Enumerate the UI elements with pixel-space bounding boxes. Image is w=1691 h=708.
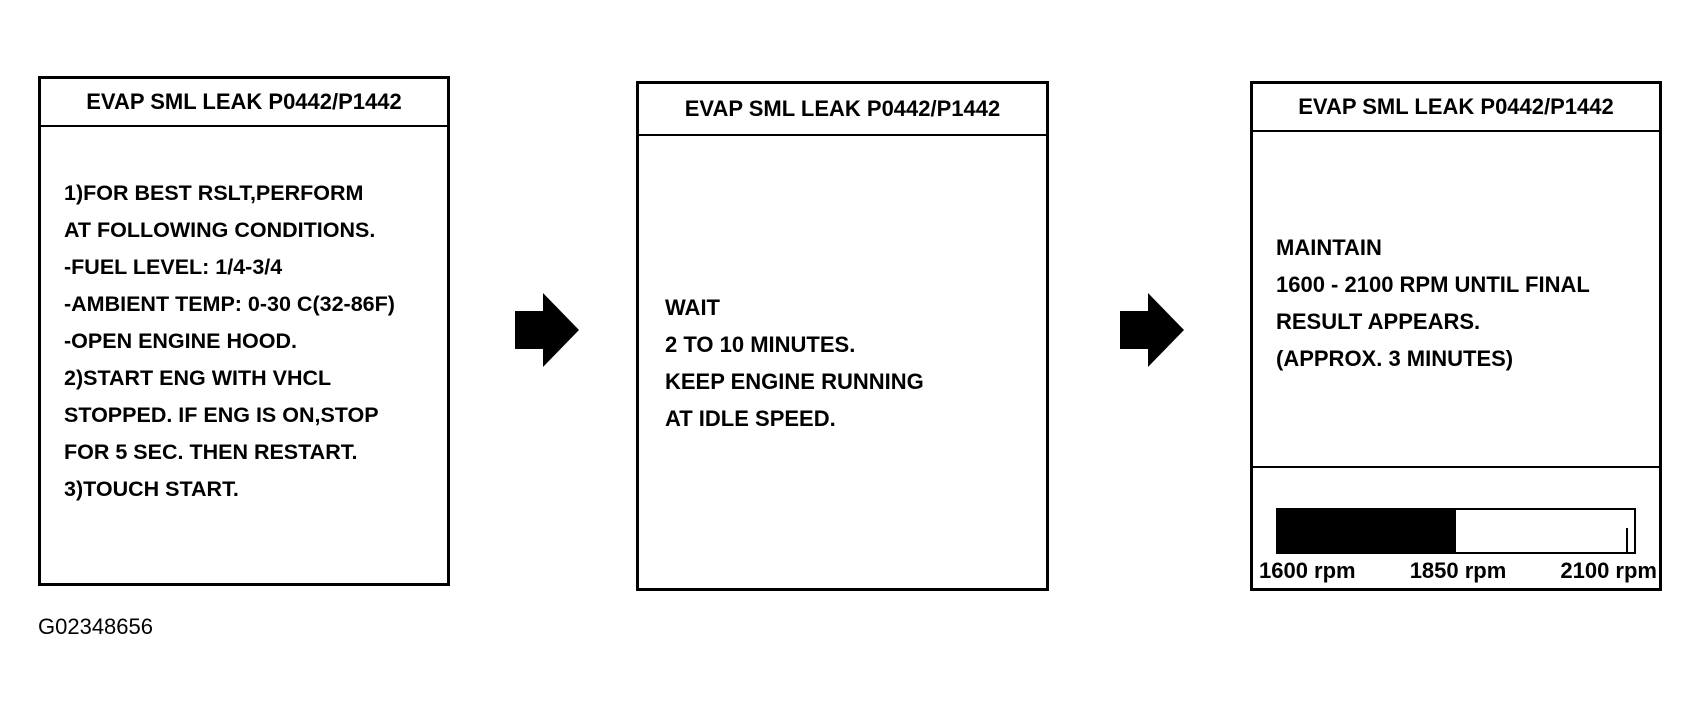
instruction-line: STOPPED. IF ENG IS ON,STOP xyxy=(64,403,379,427)
instruction-line: -OPEN ENGINE HOOD. xyxy=(64,329,297,353)
rpm-gauge-labels: 1600 rpm 1850 rpm 2100 rpm xyxy=(1253,558,1659,584)
arrow-right-icon xyxy=(1120,293,1184,367)
arrow-right-icon xyxy=(515,293,579,367)
rpm-gauge xyxy=(1276,508,1636,554)
instruction-line: -AMBIENT TEMP: 0-30 C(32-86F) xyxy=(64,292,395,316)
divider xyxy=(1253,466,1659,468)
instruction-line: KEEP ENGINE RUNNING xyxy=(665,369,924,394)
screen-instructions: EVAP SML LEAK P0442/P1442 1)FOR BEST RSL… xyxy=(38,76,450,586)
screen-body: WAIT 2 TO 10 MINUTES. KEEP ENGINE RUNNIN… xyxy=(639,136,1046,437)
instruction-line: AT IDLE SPEED. xyxy=(665,406,836,431)
screen-title: EVAP SML LEAK P0442/P1442 xyxy=(1253,84,1659,132)
instruction-line: AT FOLLOWING CONDITIONS. xyxy=(64,218,376,242)
instruction-line: 2 TO 10 MINUTES. xyxy=(665,332,856,357)
rpm-label-max: 2100 rpm xyxy=(1560,558,1657,583)
instruction-line: MAINTAIN xyxy=(1276,235,1382,260)
screen-title: EVAP SML LEAK P0442/P1442 xyxy=(639,84,1046,136)
instruction-line: 1)FOR BEST RSLT,PERFORM xyxy=(64,181,364,205)
instruction-line: 2)START ENG WITH VHCL xyxy=(64,366,332,390)
figure-id: G02348656 xyxy=(38,614,153,639)
instruction-line: -FUEL LEVEL: 1/4-3/4 xyxy=(64,255,283,279)
instruction-line: FOR 5 SEC. THEN RESTART. xyxy=(64,440,358,464)
rpm-label-min: 1600 rpm xyxy=(1259,558,1356,583)
screen-wait: EVAP SML LEAK P0442/P1442 WAIT 2 TO 10 M… xyxy=(636,81,1049,591)
screen-body: 1)FOR BEST RSLT,PERFORM AT FOLLOWING CON… xyxy=(41,127,447,508)
instruction-line: 1600 - 2100 RPM UNTIL FINAL xyxy=(1276,272,1590,297)
rpm-gauge-end-marker xyxy=(1626,528,1628,552)
rpm-gauge-fill xyxy=(1278,510,1456,552)
instruction-line: WAIT xyxy=(665,295,720,320)
instruction-line: 3)TOUCH START. xyxy=(64,477,239,501)
screen-title: EVAP SML LEAK P0442/P1442 xyxy=(41,79,447,127)
instruction-line: RESULT APPEARS. xyxy=(1276,309,1481,334)
screen-body: MAINTAIN 1600 - 2100 RPM UNTIL FINAL RES… xyxy=(1253,132,1659,377)
rpm-label-mid: 1850 rpm xyxy=(1409,558,1507,583)
screen-maintain-rpm: EVAP SML LEAK P0442/P1442 MAINTAIN 1600 … xyxy=(1250,81,1662,591)
instruction-line: (APPROX. 3 MINUTES) xyxy=(1276,346,1514,371)
